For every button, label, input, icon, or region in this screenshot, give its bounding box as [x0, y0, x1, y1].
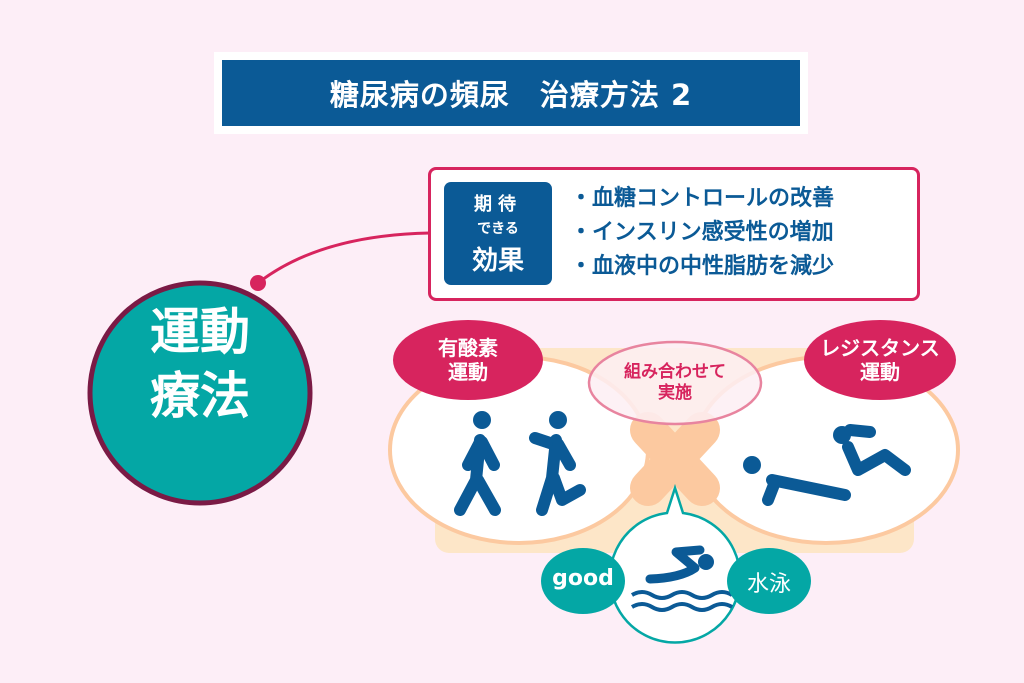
- effects-label-line3: 効果: [471, 246, 524, 276]
- effects-label-line2: できる: [477, 221, 519, 237]
- good-badge-bg: [541, 548, 625, 614]
- swimming-badge: 水泳: [746, 572, 791, 597]
- aerobic-label: 有酸素 運動: [393, 336, 543, 384]
- main-topic-circle: [87, 280, 313, 506]
- combine-label: 組み合わせて 実施: [590, 362, 760, 404]
- main-topic-line2: 療法: [150, 367, 250, 425]
- connector-line: [257, 231, 431, 285]
- resistance-label-line1: レジスタンス: [820, 336, 940, 360]
- sit-up-icon: [833, 424, 911, 476]
- combine-label-line1: 組み合わせて: [624, 362, 726, 382]
- effects-label: 期待 できる 効果: [444, 182, 552, 285]
- resistance-label-line2: 運動: [860, 360, 900, 384]
- aerobic-label-line2: 運動: [448, 360, 488, 384]
- swimmer-icon: [630, 545, 734, 612]
- page-title: 糖尿病の頻尿 治療方法 2: [222, 60, 800, 126]
- combine-cross-icon: [630, 412, 720, 506]
- connector-dot: [250, 275, 266, 291]
- aerobic-label-bubble: [393, 320, 543, 400]
- main-topic-line1: 運動: [150, 303, 250, 361]
- effects-label-line1: 期待: [474, 194, 522, 215]
- effect-item: 血糖コントロールの改善: [570, 182, 834, 216]
- effect-item: 血液中の中性脂肪を減少: [570, 250, 834, 284]
- running-person-icon: [529, 411, 586, 516]
- effect-item: インスリン感受性の増加: [570, 216, 834, 250]
- resistance-label-bubble: [804, 320, 956, 400]
- walking-person-icon: [454, 411, 501, 516]
- effects-list: 血糖コントロールの改善 インスリン感受性の増加 血液中の中性脂肪を減少: [570, 182, 834, 284]
- resistance-label: レジスタンス 運動: [800, 336, 960, 384]
- combine-oval: [587, 340, 763, 426]
- swimming-badge-bg: [727, 548, 811, 614]
- page-title-text: 糖尿病の頻尿 治療方法 2: [329, 78, 693, 112]
- main-topic: 運動 療法: [90, 300, 310, 428]
- push-up-icon: [743, 456, 851, 506]
- aerobic-label-line1: 有酸素: [438, 336, 498, 360]
- good-badge: good: [552, 566, 614, 591]
- combine-label-line2: 実施: [658, 383, 692, 403]
